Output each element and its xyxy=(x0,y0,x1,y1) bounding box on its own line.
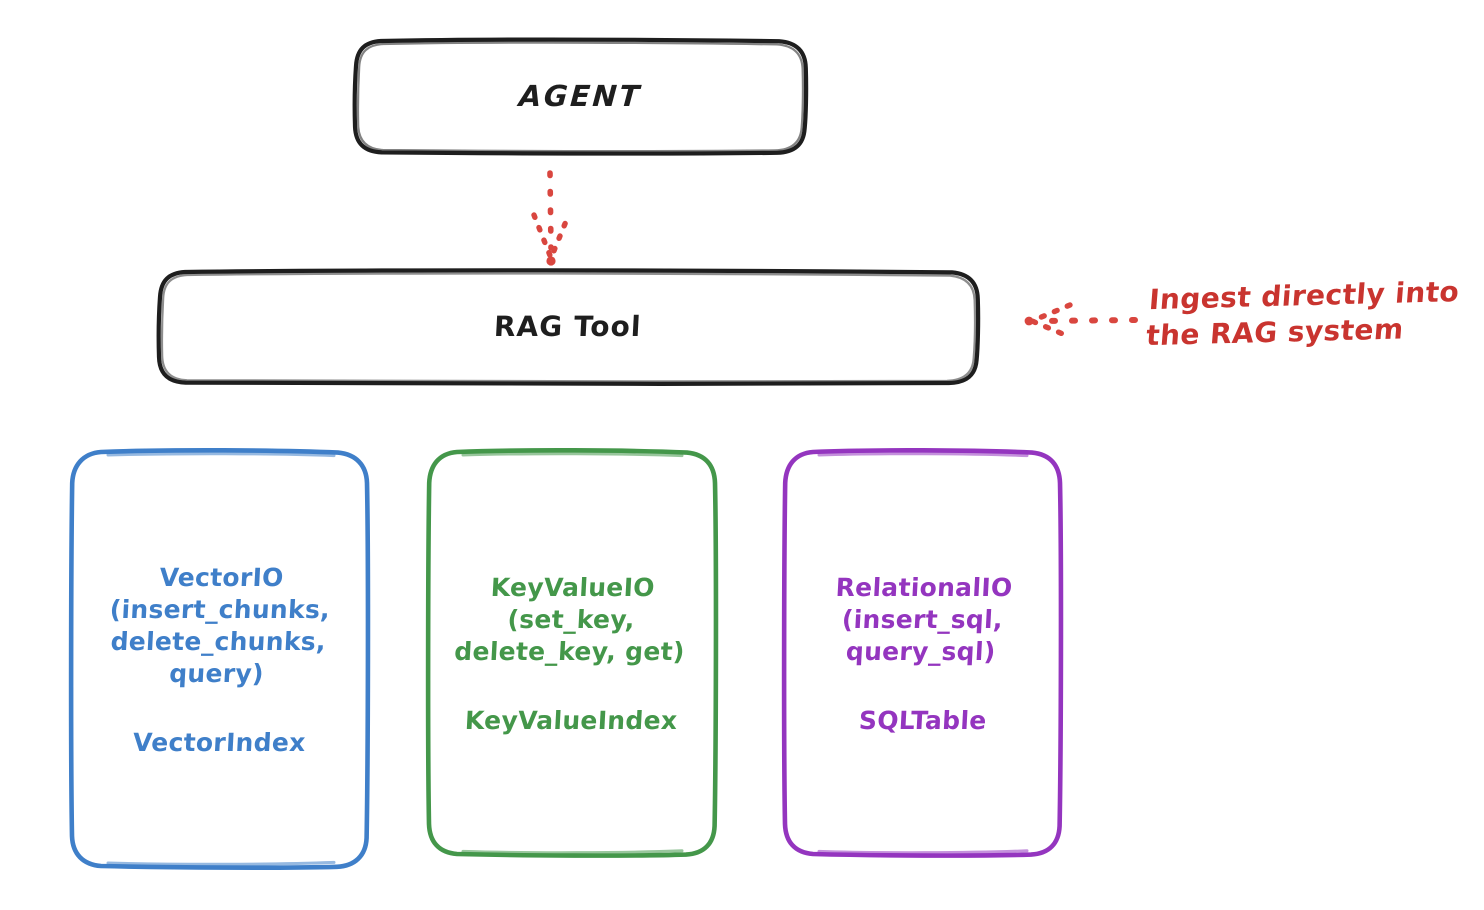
ingest-annotation-text: Ingest directly into the RAG system xyxy=(1144,275,1461,353)
agent-label: AGENT xyxy=(518,79,644,114)
keyvalueio-node[interactable]: KeyValueIO (set_key, delete_key, get) Ke… xyxy=(428,450,715,856)
keyvalueio-card-outline xyxy=(425,448,719,858)
agent-to-rag-connector xyxy=(531,170,572,266)
ingest-to-rag-connector xyxy=(1024,302,1138,340)
agent-node[interactable]: AGENT xyxy=(355,40,806,154)
relationalio-card-outline xyxy=(781,448,1064,858)
relationalio-node[interactable]: RelationalIO (insert_sql, query_sql) SQL… xyxy=(785,450,1060,856)
rag-tool-box-outline xyxy=(156,268,981,386)
relationalio-sub-label: SQLTable xyxy=(857,705,988,735)
keyvalueio-sub-label: KeyValueIndex xyxy=(464,705,679,735)
relationalio-label: RelationalIO (insert_sql, query_sql) xyxy=(835,572,1014,666)
vectorio-label: VectorIO (insert_chunks, delete_chunks, … xyxy=(109,562,331,688)
vectorio-sub-label: VectorIndex xyxy=(131,727,307,757)
agent-box-outline xyxy=(352,37,809,156)
vectorio-card-outline xyxy=(68,448,371,870)
rag-tool-label: RAG Tool xyxy=(493,310,643,344)
keyvalueio-label: KeyValueIO (set_key, delete_key, get) xyxy=(453,572,686,666)
rag-tool-node[interactable]: RAG Tool xyxy=(158,271,978,384)
vectorio-node[interactable]: VectorIO (insert_chunks, delete_chunks, … xyxy=(70,450,368,868)
